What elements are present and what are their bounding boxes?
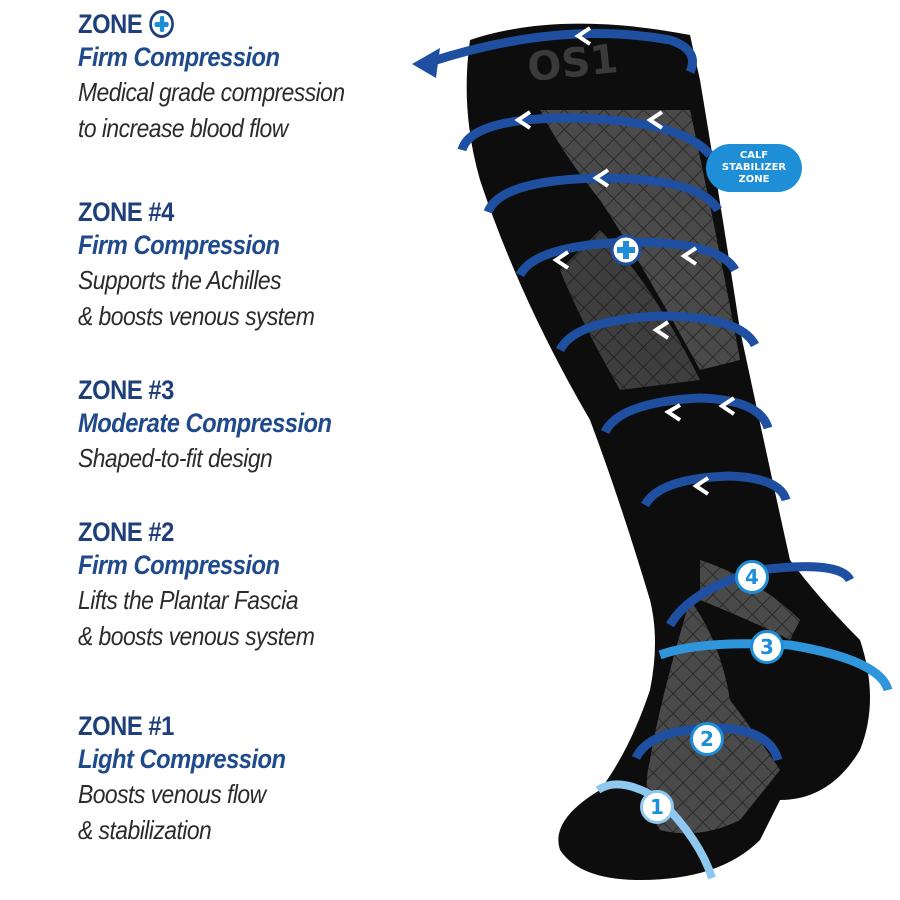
zone-3-badge: 3 <box>750 630 784 664</box>
zone-title: ZONE #1 <box>78 711 174 741</box>
compression-level: Firm Compression <box>78 42 280 72</box>
direction-chevrons <box>514 110 736 496</box>
zone-description-line: Lifts the Plantar Fascia <box>78 585 299 615</box>
zone-1-badge: 1 <box>640 790 674 824</box>
zone-4-badge: 4 <box>735 560 769 594</box>
top-arrowhead-icon <box>412 48 440 78</box>
zone-4-block: ZONE #4 Firm Compression Supports the Ac… <box>78 196 347 334</box>
plus-circle-icon <box>149 10 174 38</box>
zone-description-line: Boosts venous flow <box>78 779 266 809</box>
zone-description-line: to increase blood flow <box>78 113 288 143</box>
calf-stabilizer-badge: CALF STABILIZER ZONE <box>706 144 802 192</box>
calf-badge-line: ZONE <box>738 174 770 185</box>
foot-mesh-panel <box>646 600 780 834</box>
zone-description-line: & boosts venous system <box>78 621 315 651</box>
zone-description-line: & boosts venous system <box>78 301 315 331</box>
shin-mesh-panel <box>560 230 700 390</box>
brand-mark: OS1 <box>525 36 620 91</box>
compression-level: Firm Compression <box>78 230 280 260</box>
zone-title: ZONE #4 <box>78 197 174 227</box>
zone-2-badge: 2 <box>690 722 724 756</box>
compression-level: Moderate Compression <box>78 408 332 438</box>
zone-1-block: ZONE #1 Light Compression Boosts venous … <box>78 710 314 848</box>
calf-badge-line: CALF <box>739 150 769 161</box>
zone-description-line: Medical grade compression <box>78 77 345 107</box>
zone-2-block: ZONE #2 Firm Compression Lifts the Plant… <box>78 516 347 654</box>
compression-level: Light Compression <box>78 744 286 774</box>
compression-level: Firm Compression <box>78 550 280 580</box>
top-arrow-ring <box>428 29 697 74</box>
ring-3 <box>658 639 893 692</box>
zone-description-line: Shaped-to-fit design <box>78 443 273 473</box>
calf-badge-line: STABILIZER <box>721 162 787 173</box>
zone-description-line: & stabilization <box>78 815 212 845</box>
zone-title-text: ZONE <box>78 9 143 39</box>
zone-title: ZONE #3 <box>78 375 174 405</box>
zone-3-block: ZONE #3 Moderate Compression Shaped-to-f… <box>78 374 366 476</box>
zone-description-line: Supports the Achilles <box>78 265 282 295</box>
zone-plus-block: ZONE Firm Compression Medical grade comp… <box>78 8 381 146</box>
sock-body <box>466 23 870 881</box>
zone-title: ZONE #2 <box>78 517 174 547</box>
zone-title: ZONE <box>78 8 345 40</box>
